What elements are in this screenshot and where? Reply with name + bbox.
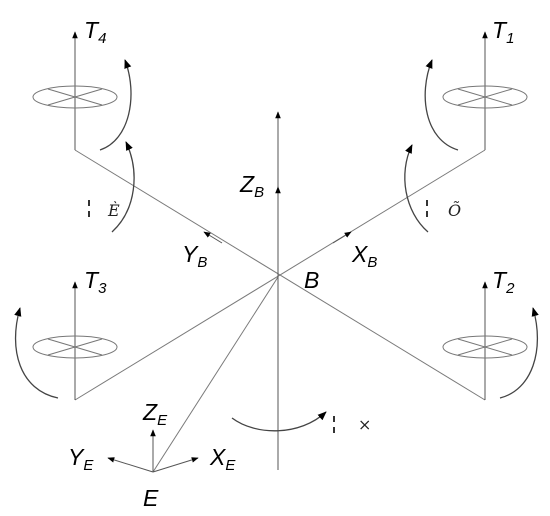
roll-angle-symbol: È xyxy=(107,200,120,220)
label-t4: T4 xyxy=(84,17,106,47)
label-ye: YE xyxy=(68,444,94,474)
rotor-2-disc xyxy=(442,335,528,359)
label-t3: T3 xyxy=(84,267,107,297)
arm-y-body-line xyxy=(74,149,486,401)
label-ze: ZE xyxy=(142,399,168,429)
rotor-3-blade-b xyxy=(47,338,103,356)
roll-rotation-arrow xyxy=(111,141,135,233)
rotor-2-blade-b xyxy=(457,338,513,356)
label-zb: ZB xyxy=(239,171,264,201)
yaw-rotation-arrow xyxy=(231,411,327,432)
yb-axis-arrow xyxy=(203,231,223,244)
label-t1: T1 xyxy=(492,17,514,47)
ye-axis-arrow xyxy=(107,457,154,473)
label-e: E xyxy=(143,485,159,511)
label-xb: XB xyxy=(351,241,377,271)
earth-to-body-line xyxy=(152,276,279,473)
rotor-3-disc xyxy=(32,335,118,359)
pitch-rotation-arrow xyxy=(404,144,429,233)
label-yb: YB xyxy=(182,241,207,271)
yaw-angle-symbol: × xyxy=(358,415,371,434)
rotor-1-spin-arrow xyxy=(424,59,459,151)
rotor-3-spin-arrow xyxy=(14,307,59,399)
rotor-1-disc xyxy=(442,85,528,109)
rotor-4-disc xyxy=(32,85,118,109)
rotor-4-spin-arrow xyxy=(99,59,132,151)
pitch-angle-symbol: Õ xyxy=(448,200,461,220)
rotor-4-blade-b xyxy=(47,88,103,106)
label-xe: XE xyxy=(209,444,236,474)
rotor-2-spin-arrow xyxy=(499,307,539,399)
rotor-1-blade-b xyxy=(457,88,513,106)
label-b: B xyxy=(304,267,319,293)
xe-axis-arrow xyxy=(152,457,199,473)
label-t2: T2 xyxy=(492,267,515,297)
xb-axis-arrow xyxy=(332,231,352,244)
